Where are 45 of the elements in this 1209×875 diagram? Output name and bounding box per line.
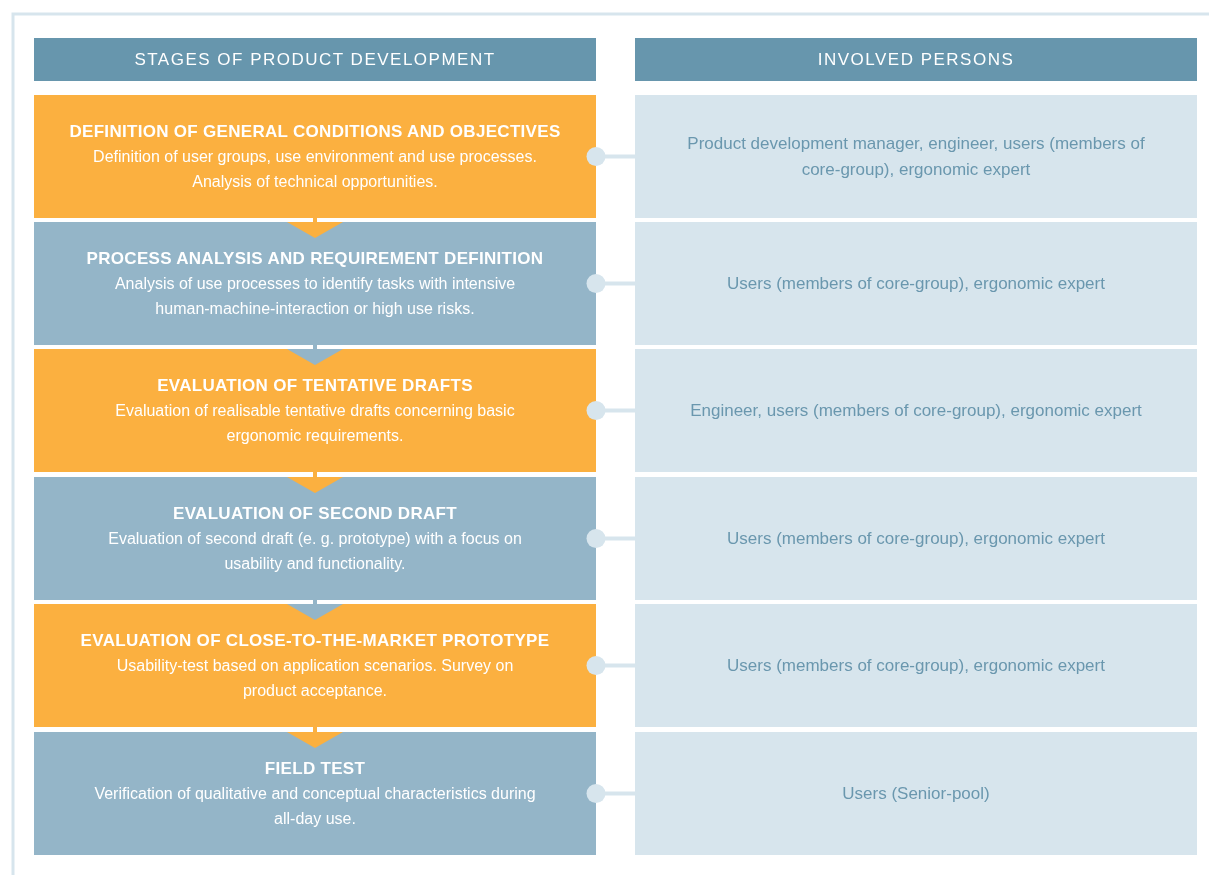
connector-line — [586, 656, 635, 675]
stage-box — [34, 349, 596, 472]
persons-text: Users (members of core-group), ergonomic expert — [727, 272, 1105, 295]
persons-text: Engineer, users (members of core-group), ergonomic expert — [690, 399, 1142, 422]
persons-text: Product development manager, engineer, users (members of core-group), ergonomic expert — [686, 132, 1146, 181]
persons-text: Users (Senior-pool) — [842, 782, 990, 805]
stage-description: Definition of user groups, use environment and use processes. Analysis of technical opportunities. — [92, 146, 538, 192]
stage-box — [34, 477, 596, 600]
stage-title: DEFINITION OF GENERAL CONDITIONS AND OBJECTIVES — [69, 120, 561, 143]
connector-line — [586, 401, 635, 420]
chevron-arrow — [287, 345, 343, 365]
persons-box — [635, 95, 1197, 218]
stage-box — [34, 604, 596, 727]
chevron-arrow — [287, 472, 343, 493]
stage-description: Analysis of use processes to identify tasks with intensive human-machine-interaction or high use risks. — [113, 273, 517, 319]
column-header — [34, 38, 596, 81]
stage-title: EVALUATION OF CLOSE-TO-THE-MARKET PROTOTYPE — [80, 629, 550, 652]
stage-description: Evaluation of realisable tentative drafts concerning basic ergonomic requirements. — [114, 400, 516, 446]
chevron-arrow — [287, 218, 343, 238]
connector-line — [586, 529, 635, 548]
chevron-arrow — [287, 727, 343, 748]
persons-text: Users (members of core-group), ergonomic expert — [727, 654, 1105, 677]
connector-line — [586, 147, 635, 166]
stage-title: EVALUATION OF SECOND DRAFT — [173, 502, 457, 525]
stage-description: Verification of qualitative and conceptual characteristics during all-day use. — [93, 783, 537, 829]
stage-box — [34, 95, 596, 218]
stage-title: PROCESS ANALYSIS AND REQUIREMENT DEFINITION — [86, 247, 544, 270]
persons-box — [635, 349, 1197, 472]
connector-line — [586, 274, 635, 293]
persons-box — [635, 732, 1197, 855]
stage-title: FIELD TEST — [264, 757, 366, 780]
stage-title: EVALUATION OF TENTATIVE DRAFTS — [157, 374, 473, 397]
stage-description: Evaluation of second draft (e. g. prototype) with a focus on usability and functionality. — [107, 528, 523, 574]
persons-box — [635, 604, 1197, 727]
header-text: STAGES OF PRODUCT DEVELOPMENT — [134, 49, 496, 70]
stage-box — [34, 222, 596, 345]
stage-box — [34, 732, 596, 855]
persons-box — [635, 222, 1197, 345]
persons-text: Users (members of core-group), ergonomic expert — [727, 527, 1105, 550]
persons-box — [635, 477, 1197, 600]
header-text: INVOLVED PERSONS — [817, 49, 1015, 70]
stage-description: Usability-test based on application scenarios. Survey on product acceptance. — [115, 655, 515, 701]
chevron-arrow — [287, 600, 343, 620]
connector-line — [586, 784, 635, 803]
column-header — [635, 38, 1197, 81]
